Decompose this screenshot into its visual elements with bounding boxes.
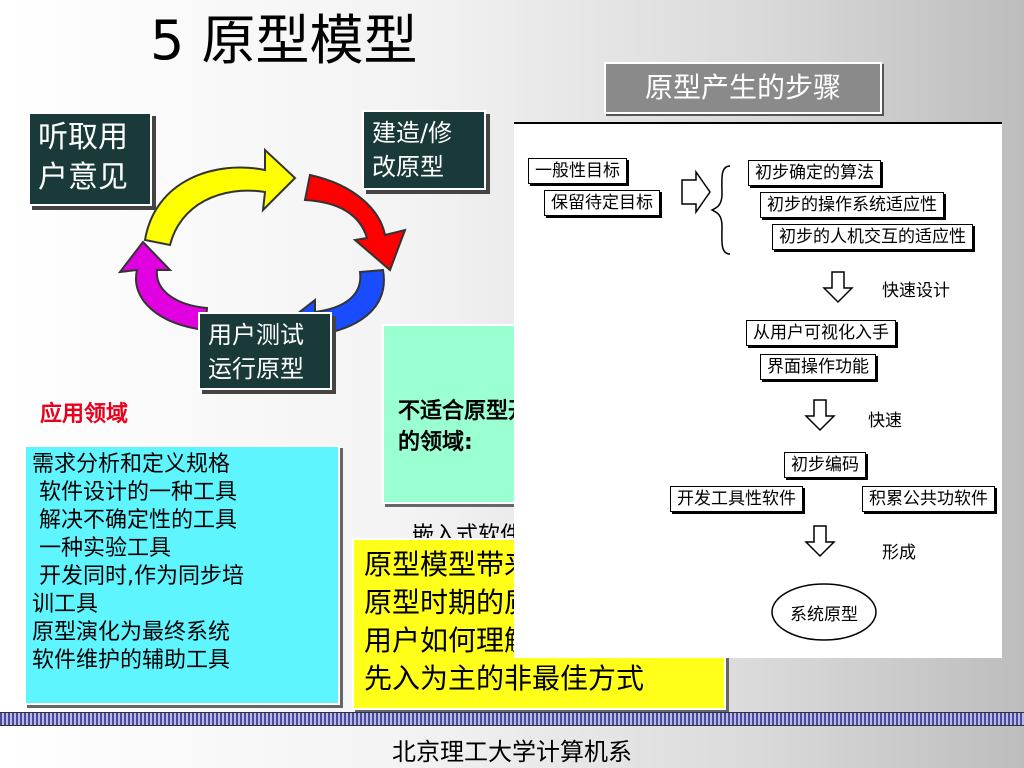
flow-box-algo: 初步确定的算法 bbox=[748, 160, 881, 186]
cycle-box-test: 用户测试运行原型 bbox=[198, 312, 332, 390]
flow-box-visual: 从用户可视化入手 bbox=[746, 320, 896, 346]
cycle-arrow-red bbox=[303, 173, 407, 272]
flow-box-coding: 初步编码 bbox=[784, 452, 866, 478]
flowchart-lines bbox=[681, 165, 877, 641]
apply-items-box: 需求分析和定义规格 软件设计的一种工具 解决不确定性的工具 一种实验工具 开发同… bbox=[24, 445, 340, 705]
footer-band bbox=[0, 712, 1024, 726]
page-title: 5 原型模型 bbox=[150, 9, 418, 72]
apply-label: 应用领域 bbox=[40, 402, 129, 427]
flowchart-panel: 一般性目标 保留待定目标 初步确定的算法 初步的操作系统适应性 初步的人机交互的… bbox=[514, 122, 1002, 658]
flow-box-hci: 初步的人机交互的适应性 bbox=[772, 224, 973, 250]
cycle-box-listen: 听取用户意见 bbox=[28, 112, 152, 206]
flow-arrow-down-icon bbox=[822, 271, 854, 304]
flow-box-goal2: 保留待定目标 bbox=[544, 190, 660, 216]
flow-box-accumulate: 积累公共功软件 bbox=[862, 486, 995, 512]
cycle-arrow-yellow bbox=[143, 147, 297, 247]
flow-system-prototype: 系统原型 bbox=[790, 605, 858, 625]
flow-box-os: 初步的操作系统适应性 bbox=[760, 192, 944, 218]
flow-arrow-right-icon bbox=[681, 169, 711, 215]
problem-item: 先入为主的非最佳方式 bbox=[364, 662, 645, 695]
flow-arrow-down-icon bbox=[804, 399, 836, 432]
flow-arrow-down-icon bbox=[804, 525, 836, 558]
cycle-box-build: 建造/修改原型 bbox=[362, 110, 486, 190]
footer-text: 北京理工大学计算机系 bbox=[392, 738, 632, 766]
flow-label-quick: 快速 bbox=[868, 411, 902, 431]
steps-label: 原型产生的步骤 bbox=[604, 62, 882, 114]
system-prototype-oval bbox=[771, 583, 877, 641]
flow-box-ui: 界面操作功能 bbox=[760, 354, 876, 380]
cycle-arrow-magenta bbox=[117, 240, 209, 332]
flow-label-form: 形成 bbox=[882, 543, 916, 563]
flow-label-quick-design: 快速设计 bbox=[882, 281, 950, 301]
flow-box-goal1: 一般性目标 bbox=[528, 158, 627, 184]
brace-icon bbox=[710, 165, 731, 255]
flow-box-dev-tools: 开发工具性软件 bbox=[670, 486, 803, 512]
